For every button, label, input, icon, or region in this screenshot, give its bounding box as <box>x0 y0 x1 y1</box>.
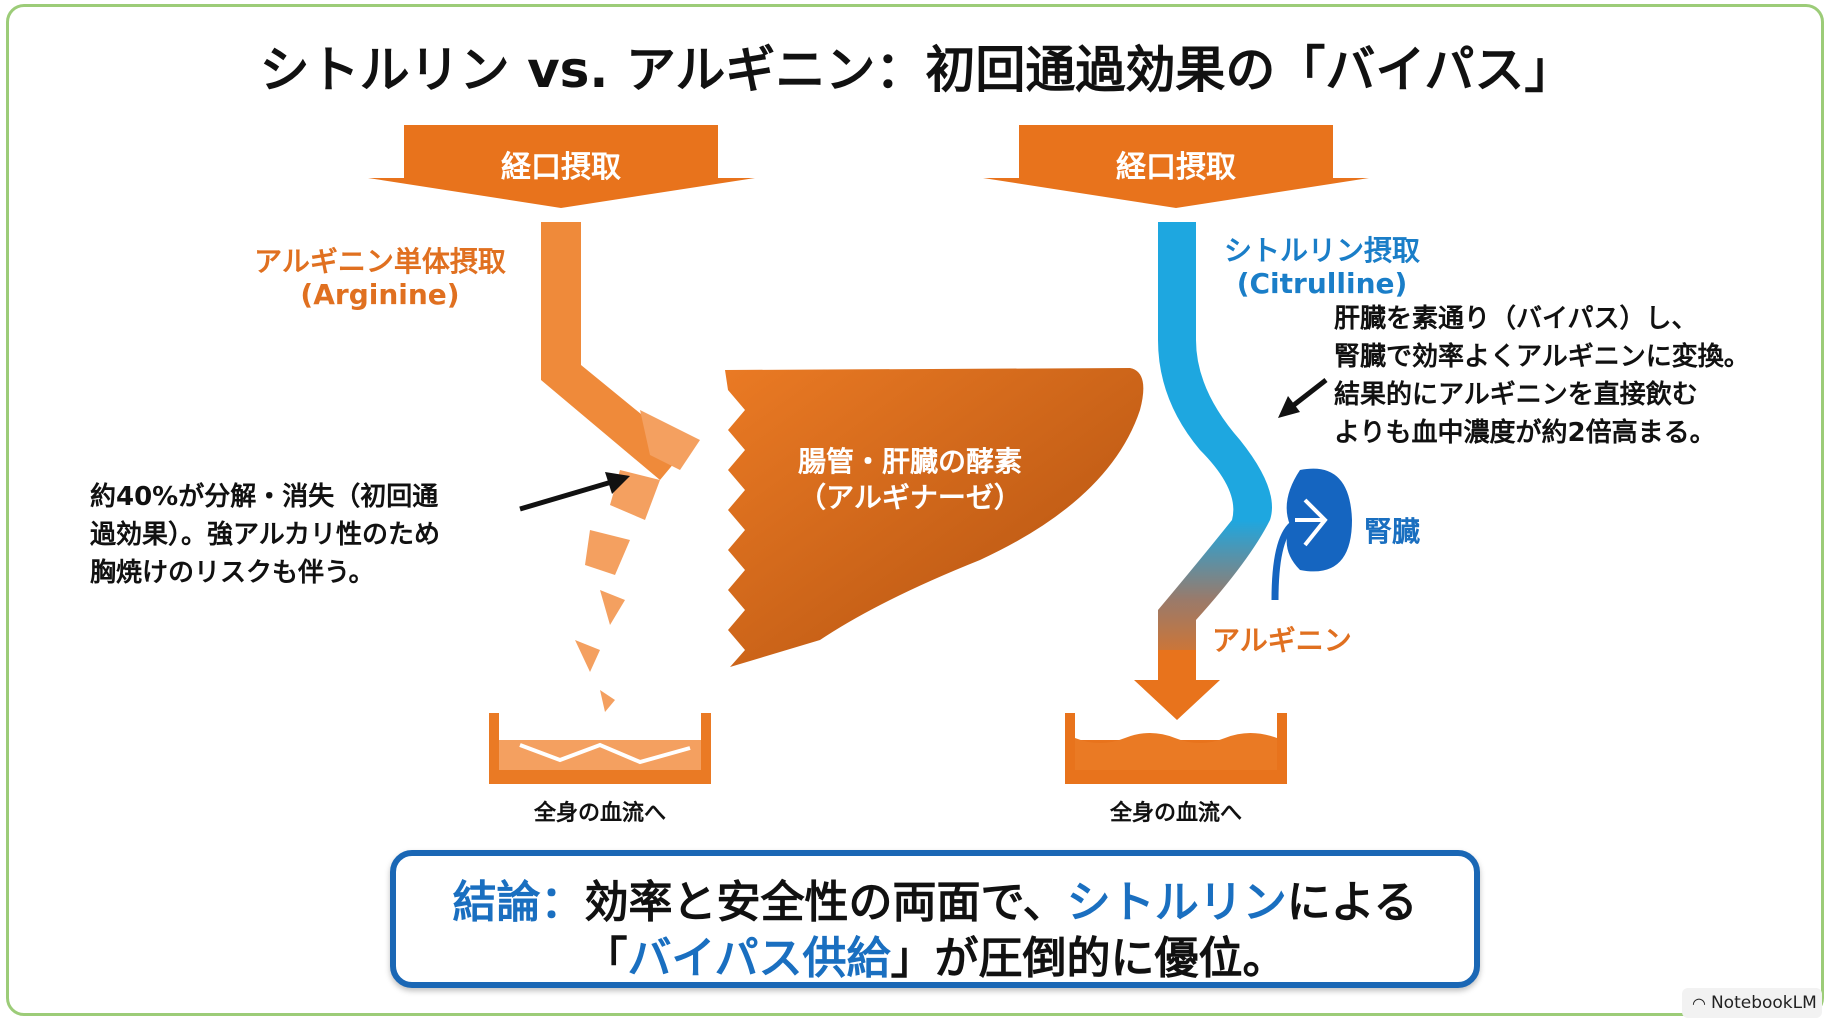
liver-label-2: （アルギナーゼ） <box>798 481 1022 514</box>
right-note: 肝臓を素通り（バイパス）し、 腎臓で効率よくアルギニンに変換。 結果的にアルギニ… <box>1334 300 1750 452</box>
left-note-arrow <box>519 478 616 512</box>
notebooklm-logo-icon: ◠ <box>1692 993 1706 1013</box>
liver-label-1: 腸管・肝臓の酵素 <box>797 445 1023 478</box>
notebooklm-badge[interactable]: ◠ NotebookLM <box>1682 988 1822 1018</box>
right-note-line: よりも血中濃度が約2倍高まる。 <box>1334 418 1716 448</box>
conclusion-text: 効率と安全性の両面で、 <box>584 877 1067 928</box>
broken-fragments <box>575 410 700 712</box>
conclusion-highlight: シトルリン <box>1066 877 1287 928</box>
right-intake-label: 経口摂取 <box>1116 150 1236 185</box>
right-destination-label: 全身の血流へ <box>1109 801 1243 826</box>
right-intake-arrow <box>983 125 1369 208</box>
right-note-arrow <box>1288 378 1328 410</box>
converted-arginine-label: アルギニン <box>1212 624 1352 657</box>
right-note-line: 結果的にアルギニンを直接飲む <box>1334 380 1698 410</box>
conversion-stream <box>1158 520 1270 680</box>
citrulline-stream <box>1158 222 1272 520</box>
arginine-down-arrow <box>1134 650 1220 720</box>
left-intake-label: 経口摂取 <box>501 150 621 185</box>
conclusion-text: 「 <box>583 933 628 984</box>
citrulline-en-label: (Citrulline) <box>1236 267 1408 300</box>
conclusion-line-1: 結論：効率と安全性の両面で、シトルリンによる <box>396 866 1474 930</box>
conclusion-text: 」が圧倒的に優位。 <box>890 933 1287 984</box>
left-note: 約40%が分解・消失（初回通 過効果）。強アルカリ性のため 胸焼けのリスクも伴う… <box>90 478 440 592</box>
left-note-line: 胸焼けのリスクも伴う。 <box>90 558 375 588</box>
page-title: シトルリン vs. アルギニン：初回通過効果の「バイパス」 <box>259 41 1575 99</box>
arginine-en-label: (Arginine) <box>300 278 460 311</box>
left-intake-arrow <box>368 125 755 208</box>
kidney-label: 腎臓 <box>1364 515 1421 548</box>
conclusion-text: による <box>1286 877 1418 928</box>
liver-shape <box>725 368 1144 667</box>
conclusion-highlight: バイパス供給 <box>627 933 891 984</box>
left-destination-label: 全身の血流へ <box>533 801 667 826</box>
conclusion-box: 結論：効率と安全性の両面で、シトルリンによる 「バイパス供給」が圧倒的に優位。 <box>390 850 1480 988</box>
conclusion-prefix: 結論： <box>452 877 585 928</box>
conclusion-line-2: 「バイパス供給」が圧倒的に優位。 <box>396 922 1474 986</box>
left-note-line: 過効果）。強アルカリ性のため <box>90 520 440 550</box>
left-note-line: 約40%が分解・消失（初回通 <box>90 482 439 512</box>
notebooklm-badge-label: NotebookLM <box>1710 993 1817 1013</box>
kidney-icon <box>1271 468 1352 601</box>
arginine-stream <box>541 222 685 480</box>
arginine-label: アルギニン単体摂取 <box>254 245 506 278</box>
right-note-line: 肝臓を素通り（バイパス）し、 <box>1334 304 1698 334</box>
citrulline-label: シトルリン摂取 <box>1223 234 1421 267</box>
slide-frame <box>6 4 1824 1016</box>
right-note-line: 腎臓で効率よくアルギニンに変換。 <box>1334 342 1750 372</box>
